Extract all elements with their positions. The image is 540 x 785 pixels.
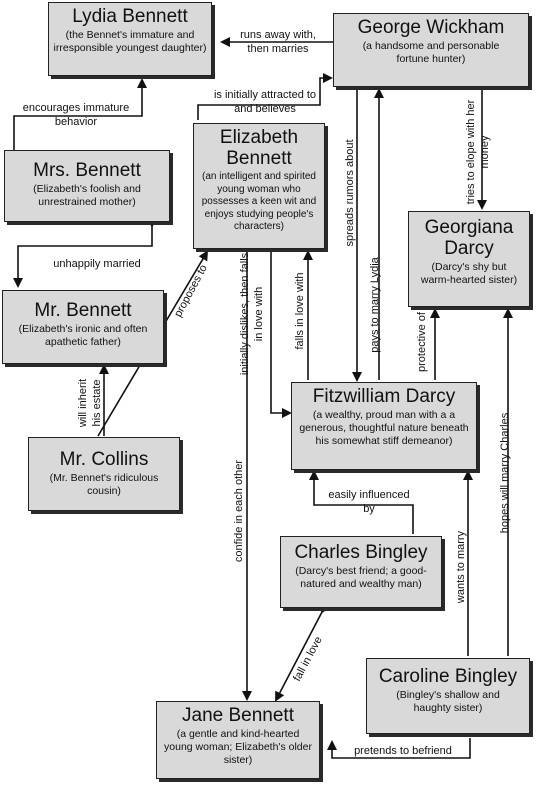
label-befriend: pretends to befriend: [354, 745, 452, 757]
link-encourages: [13, 78, 147, 150]
node-title: Jane Bennett: [182, 705, 294, 726]
label-unhappily: unhappily married: [53, 258, 141, 270]
node-title: George Wickham: [357, 17, 505, 38]
node-title: Charles Bingley: [294, 542, 428, 563]
node-jane-bennett: Jane Bennett (a gentle and kind-hearted …: [156, 701, 320, 779]
node-lydia-bennett: Lydia Bennett (the Bennet's immature and…: [48, 2, 212, 76]
node-description: (Bingley's shallow and haughty sister): [396, 689, 500, 714]
node-george-wickham: George Wickham (a handsome and personabl…: [333, 13, 529, 87]
link-influenced: [309, 470, 414, 534]
label-dislikes: initially dislikes, then falls in love w…: [239, 252, 265, 376]
node-mrs-bennett: Mrs. Bennett (Elizabeth's foolish and un…: [4, 150, 170, 222]
node-description: (Elizabeth's ironic and often apathetic …: [18, 323, 148, 348]
node-title: Fitzwilliam Darcy: [312, 386, 456, 407]
node-caroline-bingley: Caroline Bingley (Bingley's shallow and …: [366, 658, 530, 734]
label-hopes: hopes will marry Charles: [499, 412, 511, 534]
label-inherit: will inherit his estate: [77, 378, 103, 428]
label-protective: protective of: [416, 312, 428, 372]
node-fitzwilliam-darcy: Fitzwilliam Darcy (a wealthy, proud man …: [291, 382, 477, 470]
node-description: (Mr. Bennet's ridiculous cousin): [49, 472, 159, 497]
node-description: (an intelligent and spirited young woman…: [201, 171, 317, 232]
node-description: (a wealthy, proud man with a a generous,…: [299, 409, 469, 447]
label-wants: wants to marry: [455, 530, 467, 604]
label-encourages: encourages immature behavior: [22, 102, 130, 128]
label-confide: confide in each other: [233, 459, 245, 563]
node-elizabeth-bennett: Elizabeth Bennett (an intelligent and sp…: [193, 123, 325, 249]
node-description: (Darcy's best friend; a good-natured and…: [295, 565, 427, 590]
node-description: (a gentle and kind-hearted young woman; …: [164, 728, 312, 766]
node-mr-collins: Mr. Collins (Mr. Bennet's ridiculous cou…: [28, 437, 180, 511]
node-title: Mrs. Bennett: [33, 160, 141, 181]
node-georgiana-darcy: Georgiana Darcy (Darcy's shy but warm-he…: [408, 211, 530, 307]
node-description: (Darcy's shy but warm-hearted sister): [420, 261, 518, 286]
node-title: Lydia Bennett: [72, 6, 188, 27]
node-description: (a handsome and personable fortune hunte…: [362, 40, 500, 65]
node-title: Mr. Collins: [59, 449, 149, 470]
node-title: Mr. Bennett: [34, 300, 132, 321]
link-befriend: [327, 738, 471, 759]
label-elope: tries to elope with her money: [465, 99, 491, 205]
node-mr-bennett: Mr. Bennett (Elizabeth's ironic and ofte…: [2, 290, 164, 364]
node-charles-bingley: Charles Bingley (Darcy's best friend; a …: [280, 536, 442, 608]
label-influenced: easily influenced by: [328, 489, 410, 515]
label-falls-love: falls in love with: [294, 272, 306, 350]
label-pays: pays to marry Lydia: [369, 257, 381, 353]
label-spreads: spreads rumors about: [344, 139, 356, 247]
node-title: Elizabeth Bennett: [219, 127, 299, 169]
link-dislikes: [270, 250, 292, 418]
link-unhappily: [13, 218, 157, 288]
node-description: (Elizabeth's foolish and unrestrained mo…: [33, 183, 141, 208]
label-runs-away: runs away with, then marries: [240, 29, 316, 55]
node-description: (the Bennet's immature and irresponsible…: [53, 29, 207, 54]
link-fall-in-love: [275, 602, 331, 702]
node-title: Georgiana Darcy: [424, 217, 514, 259]
node-title: Caroline Bingley: [378, 666, 518, 687]
link-attracted: [197, 73, 333, 120]
label-attracted: is initially attracted to and believes: [213, 89, 317, 115]
